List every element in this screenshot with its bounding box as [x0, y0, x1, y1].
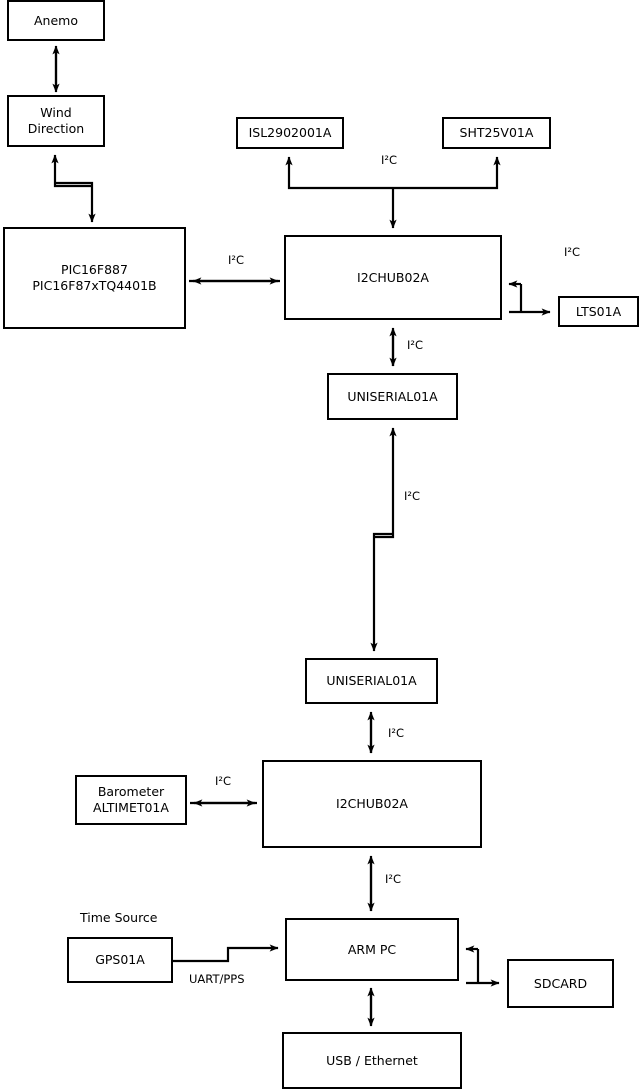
- edge-label-bus-hub-lts: I²C: [564, 245, 581, 259]
- edge-label-bus-baro-hub: I²C: [215, 774, 232, 788]
- node-sht25v01a[interactable]: SHT25V01A: [442, 117, 551, 149]
- edge-label-bus-gps-armpc: UART/PPS: [189, 972, 245, 986]
- edge-hub-bus-isl: [285, 156, 393, 190]
- node-uniserial01a-bottom[interactable]: UNISERIAL01A: [305, 658, 438, 704]
- node-isl2902001a[interactable]: ISL2902001A: [236, 117, 344, 149]
- edge-label-bus-hub-sensors: I²C: [381, 153, 398, 167]
- edge-uniserial1-uniserial2: [370, 532, 393, 652]
- node-uniserial01a-top-label: UNISERIAL01A: [347, 388, 438, 404]
- node-gps01a[interactable]: GPS01A: [67, 937, 173, 983]
- edge-label-bus-hub-uniserial: I²C: [407, 338, 424, 352]
- node-i2chub02a-top[interactable]: I2CHUB02A: [284, 235, 502, 320]
- label-time-source: Time Source: [80, 910, 158, 925]
- node-wind-direction-label: Wind Direction: [27, 105, 85, 136]
- node-barometer-altimet01a[interactable]: Barometer ALTIMET01A: [75, 775, 187, 825]
- node-i2chub02a-top-label: I2CHUB02A: [357, 269, 429, 285]
- node-lts01a[interactable]: LTS01A: [558, 296, 639, 327]
- node-sdcard-label: SDCARD: [533, 975, 588, 991]
- edge-label-bus-uniserial-link: I²C: [404, 489, 421, 503]
- node-wind-direction[interactable]: Wind Direction: [7, 95, 105, 147]
- node-sht25v01a-label: SHT25V01A: [459, 125, 534, 141]
- node-sdcard[interactable]: SDCARD: [507, 959, 614, 1008]
- edge-label-bus-uniserial2-hub: I²C: [388, 726, 405, 740]
- edge-hub-bus-sht: [393, 156, 501, 190]
- edge-gps-armpc: [173, 944, 279, 963]
- node-anemo-label: Anemo: [34, 12, 78, 28]
- node-uniserial01a-top[interactable]: UNISERIAL01A: [327, 373, 458, 420]
- node-isl2902001a-label: ISL2902001A: [248, 125, 332, 141]
- edge-pic-wind: [51, 154, 92, 188]
- edge-label-bus-pic-hub: I²C: [228, 253, 245, 267]
- node-i2chub02a-bottom-label: I2CHUB02A: [336, 796, 408, 812]
- node-i2chub02a-bottom[interactable]: I2CHUB02A: [262, 760, 482, 848]
- node-lts01a-label: LTS01A: [575, 303, 622, 319]
- edge-uniserial2-uniserial1: [374, 427, 397, 539]
- node-pic-microcontroller-label: PIC16F887 PIC16F87xTQ4401B: [32, 262, 157, 293]
- node-usb-ethernet-label: USB / Ethernet: [326, 1052, 418, 1068]
- node-arm-pc[interactable]: ARM PC: [285, 918, 459, 981]
- node-pic-microcontroller[interactable]: PIC16F887 PIC16F87xTQ4401B: [3, 227, 186, 329]
- node-uniserial01a-bottom-label: UNISERIAL01A: [326, 673, 417, 689]
- node-usb-ethernet[interactable]: USB / Ethernet: [282, 1032, 462, 1089]
- node-barometer-altimet01a-label: Barometer ALTIMET01A: [93, 784, 169, 815]
- node-gps01a-label: GPS01A: [95, 952, 145, 968]
- node-arm-pc-label: ARM PC: [347, 941, 397, 957]
- edge-label-bus-hub-armpc: I²C: [385, 872, 402, 886]
- node-anemo[interactable]: Anemo: [7, 0, 105, 41]
- edge-wind-pic: [55, 181, 96, 223]
